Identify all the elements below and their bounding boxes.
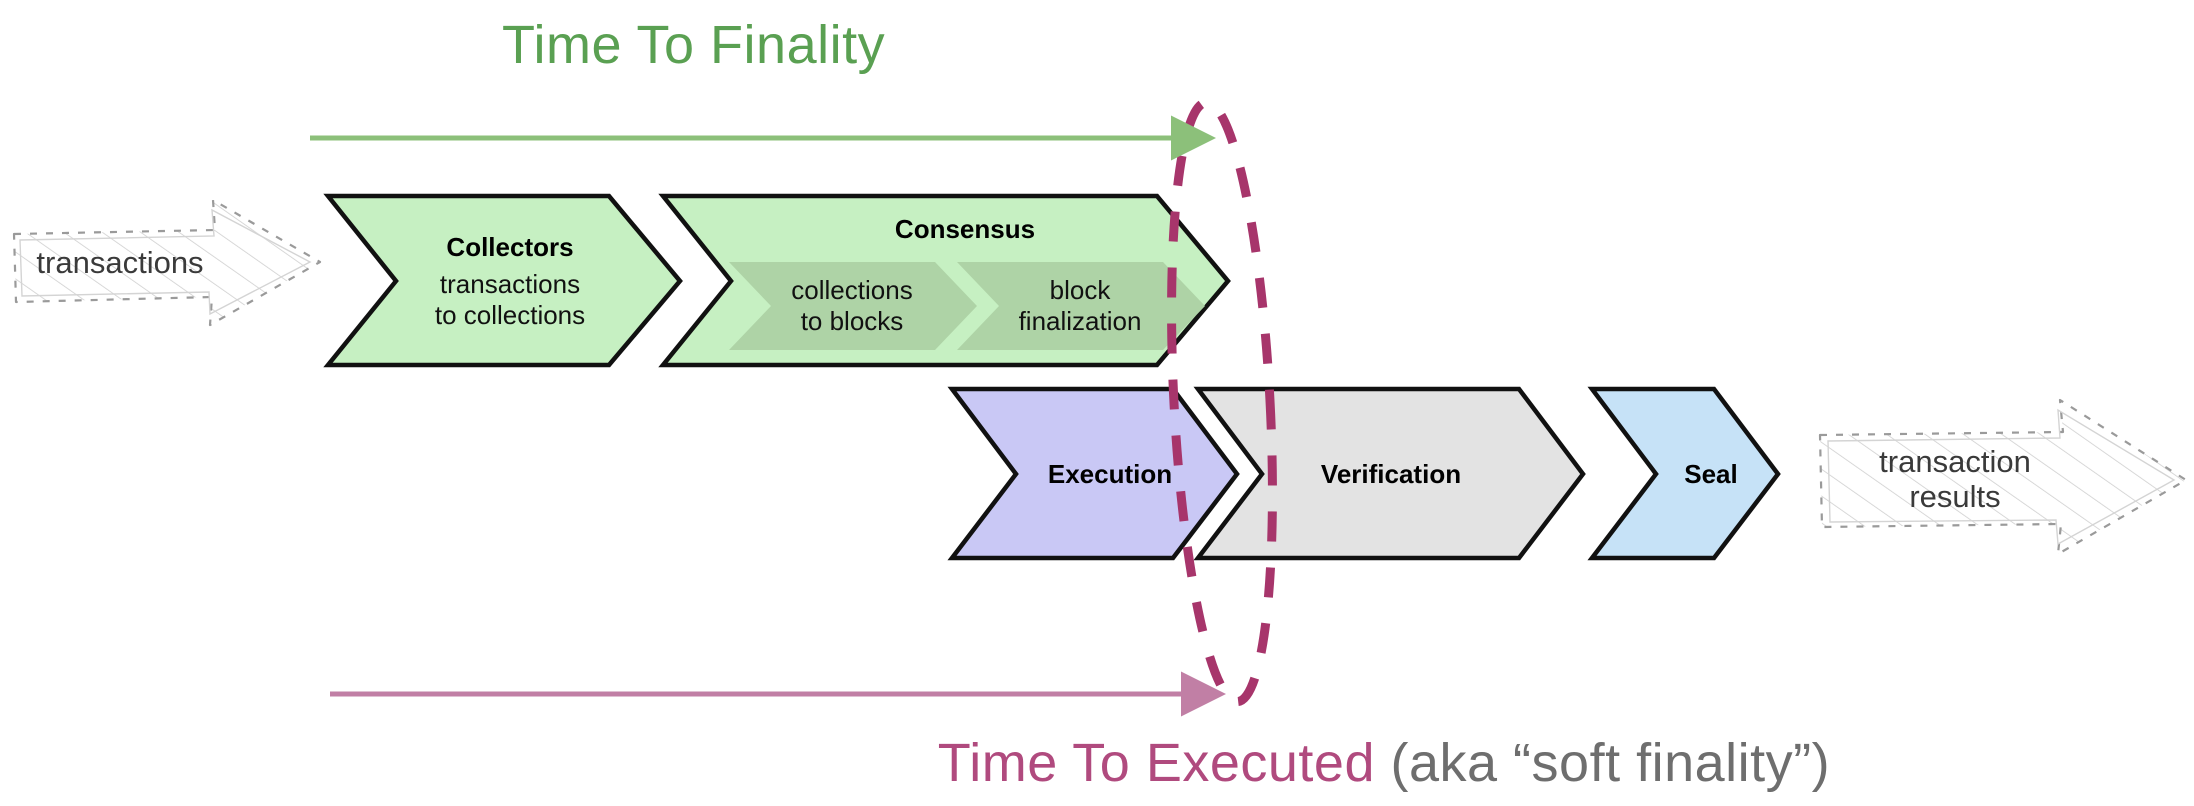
transaction-results-sketch-arrow [1818,398,2188,556]
transaction-results-label-line1: transaction [1879,444,2031,480]
collectors-heading: Collectors [446,231,574,262]
verification-heading: Verification [1320,458,1462,489]
chevron-verification[interactable]: Verification [1256,452,1526,496]
chevron-execution[interactable]: Execution [1010,452,1210,496]
transactions-input-label-box: transactions [20,238,220,288]
time-to-executed-note: (aka “soft finality”) [1375,733,1831,793]
transaction-results-label-line2: results [1909,479,2001,514]
transaction-results-label-box: transaction results [1840,434,2070,526]
chevron-collectors-shape [323,193,683,368]
block-finalization-line2: finalization [1018,306,1142,336]
collectors-subtext-line1: transactions [439,268,581,299]
execution-heading: Execution [1047,458,1173,489]
seal-heading: Seal [1684,458,1738,489]
consensus-heading: Consensus [894,213,1036,244]
time-to-executed-title: Time To Executed (aka “soft finality”) [920,714,1830,806]
chevron-block-finalization-shape [957,262,1205,350]
transactions-sketch-arrow [12,198,322,327]
time-to-finality-title: Time To Finality [502,15,886,75]
finality-cut-ellipse [1167,97,1277,707]
time-to-executed-strong: Time To Executed [937,733,1375,793]
chevron-seal-shape [1587,386,1781,561]
collectors-subtext-line2: to collections [434,299,586,330]
chevron-collections-to-blocks[interactable]: collections to blocks [748,270,956,342]
collections-to-blocks-line1: collections [791,275,913,306]
chevron-collections-to-blocks-shape [729,262,977,350]
chevron-seal[interactable]: Seal [1652,452,1770,496]
block-finalization-line1: block [1049,275,1111,306]
chevron-collectors[interactable]: Collectors transactions to collections [360,208,660,354]
chevron-block-finalization[interactable]: block finalization [976,270,1184,342]
collections-to-blocks-line2: to blocks [800,306,904,336]
chevron-consensus[interactable]: Consensus [730,212,1200,246]
chevron-verification-shape [1193,386,1586,561]
transactions-input-label: transactions [36,244,204,280]
